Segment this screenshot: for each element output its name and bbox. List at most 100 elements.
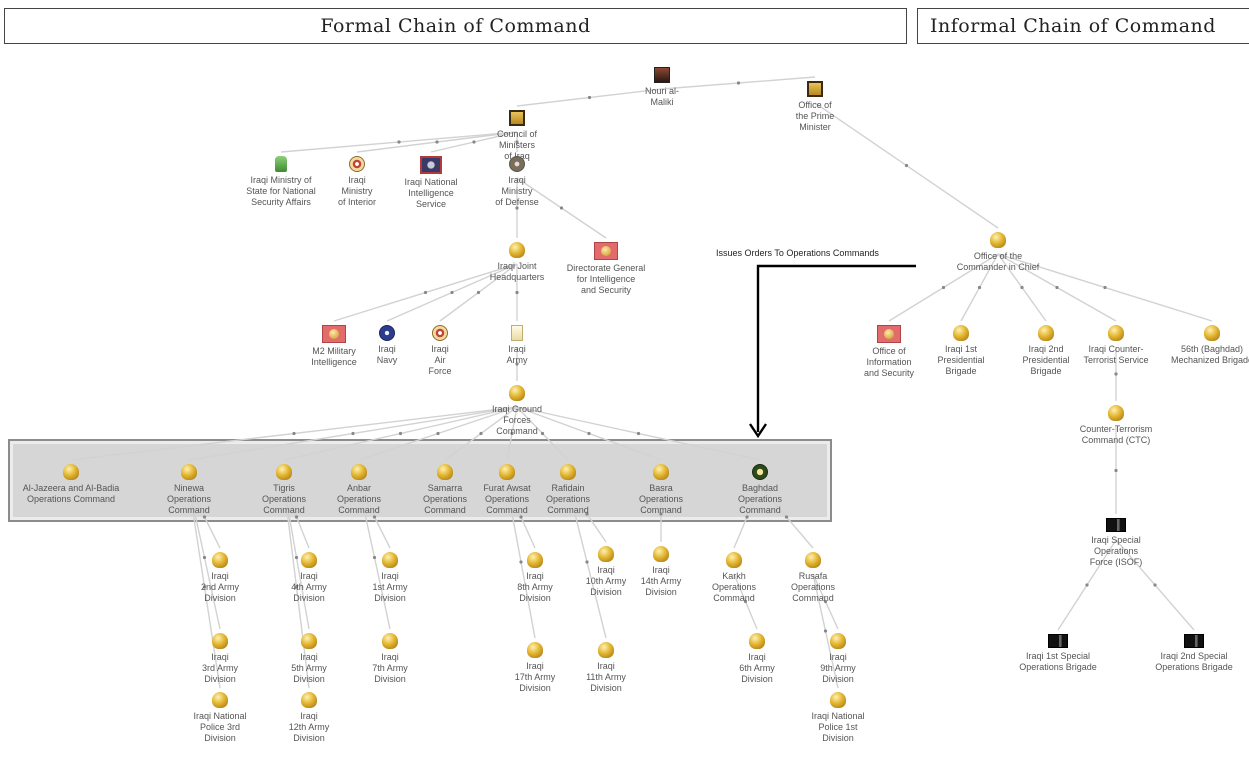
node-label: Baghdad Operations Command	[737, 483, 783, 515]
node-np1: Iraqi National Police 1st Division	[783, 692, 893, 744]
informal-chain-header: Informal Chain of Command	[917, 8, 1249, 44]
connector-dot	[435, 140, 439, 144]
connector-dot	[1114, 468, 1118, 473]
node-navy: Iraqi Navy	[332, 325, 442, 366]
connector-dot	[904, 163, 909, 168]
node-pb1: Iraqi 1st Presidential Brigade	[906, 325, 1016, 377]
connector-dot	[1055, 285, 1059, 290]
node-label: Council of Ministers of Iraq	[496, 129, 538, 161]
node-label: Iraqi 5th Army Division	[291, 652, 327, 684]
node-oc-samarra: Samarra Operations Command	[390, 464, 500, 516]
node-label: Iraqi National Police 3rd Division	[193, 711, 247, 743]
node-nsa: Iraqi Ministry of State for National Sec…	[226, 156, 336, 208]
node-rusafa: Rusafa Operations Command	[758, 552, 868, 604]
node-label: Iraqi 1st Army Division	[372, 571, 408, 603]
node-ocic: Office of the Commander in Chief	[943, 232, 1053, 273]
formal-chain-header: Formal Chain of Command	[4, 8, 907, 44]
node-div1: Iraqi 1st Army Division	[335, 552, 445, 604]
gold-icon	[1038, 325, 1054, 341]
node-div2: Iraqi 2nd Army Division	[165, 552, 275, 604]
eagle-icon	[509, 110, 525, 126]
connector-dot	[372, 555, 377, 560]
node-isof: Iraqi Special Operations Force (ISOF)	[1061, 518, 1171, 568]
gold-icon	[1204, 325, 1220, 341]
issues-orders-annotation: Issues Orders To Operations Commands	[716, 248, 879, 258]
connector-dot	[436, 431, 440, 436]
connector-dot	[941, 285, 946, 290]
node-label: Iraqi 1st Special Operations Brigade	[1019, 651, 1097, 672]
dark-icon	[1184, 634, 1204, 648]
node-div4: Iraqi 4th Army Division	[254, 552, 364, 604]
node-div5: Iraqi 5th Army Division	[254, 633, 364, 685]
node-label: Anbar Operations Command	[336, 483, 382, 515]
node-oc-furat: Furat Awsat Operations Command	[452, 464, 562, 516]
connector-dot	[587, 431, 591, 436]
connector-dot	[397, 140, 401, 144]
node-oc-jazeera: Al-Jazeera and Al-Badia Operations Comma…	[16, 464, 126, 505]
node-div6: Iraqi 6th Army Division	[702, 633, 812, 685]
connector-dot	[476, 290, 481, 295]
gold-icon	[749, 633, 765, 649]
node-label: Iraqi 9th Army Division	[820, 652, 856, 684]
gold-icon	[276, 464, 292, 480]
connector-dot	[472, 140, 476, 144]
gold-icon	[301, 552, 317, 568]
node-label: Iraqi 2nd Special Operations Brigade	[1155, 651, 1233, 672]
node-label: Iraqi 4th Army Division	[291, 571, 327, 603]
seal-red-icon	[349, 156, 365, 172]
gold-icon	[382, 633, 398, 649]
node-label: Directorate General for Intelligence and…	[566, 263, 646, 295]
node-label: Office of the Prime Minister	[795, 100, 835, 132]
seal-red-icon	[432, 325, 448, 341]
green-icon	[275, 156, 287, 172]
node-oc-tigris: Tigris Operations Command	[229, 464, 339, 516]
connector-dot	[423, 290, 428, 295]
node-label: Iraqi 11th Army Division	[586, 661, 626, 693]
connector-dot	[515, 206, 519, 210]
connector-dot	[515, 290, 519, 295]
node-ijhq: Iraqi Joint Headquarters	[462, 242, 572, 283]
gold-icon	[726, 552, 742, 568]
seal-gray-icon	[509, 156, 525, 172]
connector-dot	[745, 515, 749, 519]
orders-arrow-line	[756, 264, 916, 432]
red-box-icon	[322, 325, 346, 343]
connector-dot	[202, 555, 207, 560]
connector-dot	[515, 362, 519, 366]
node-label: Iraqi Joint Headquarters	[489, 261, 545, 282]
node-label: Ninewa Operations Command	[166, 483, 212, 515]
connector-dot	[292, 431, 296, 436]
connector-dot	[977, 285, 982, 290]
node-div14: Iraqi 14th Army Division	[606, 546, 716, 598]
connector-dot	[372, 515, 377, 519]
gold-icon	[653, 464, 669, 480]
node-igfc: Iraqi Ground Forces Command	[462, 385, 572, 437]
node-label: Karkh Operations Command	[711, 571, 757, 603]
node-label: Tigris Operations Command	[261, 483, 307, 515]
gold-icon	[509, 242, 525, 258]
node-label: Furat Awsat Operations Command	[483, 483, 531, 515]
connector-dot	[1103, 285, 1107, 290]
node-karkh: Karkh Operations Command	[679, 552, 789, 604]
node-interior: Iraqi Ministry of Interior	[302, 156, 412, 208]
connector-dot	[202, 515, 207, 519]
connector-dot	[351, 431, 355, 436]
node-label: Iraqi 2nd Presidential Brigade	[1022, 344, 1070, 376]
dark-icon	[1106, 518, 1126, 532]
gold-icon	[527, 552, 543, 568]
node-label: Iraqi 2nd Army Division	[200, 571, 240, 603]
red-box-icon	[877, 325, 901, 343]
node-label: Iraqi Ground Forces Command	[491, 404, 543, 436]
connector-dot	[519, 515, 523, 519]
node-label: Iraqi Air Force	[428, 344, 452, 376]
node-label: Iraqi 6th Army Division	[739, 652, 775, 684]
node-opm: Office of the Prime Minister	[760, 81, 870, 133]
gold-icon	[1108, 325, 1124, 341]
node-label: Iraqi National Intelligence Service	[404, 177, 458, 209]
node-label: Office of Information and Security	[863, 346, 915, 378]
node-airforce: Iraqi Air Force	[385, 325, 495, 377]
node-ctc: Counter-Terrorism Command (CTC)	[1061, 405, 1171, 446]
gold-icon	[990, 232, 1006, 248]
node-label: Iraqi 7th Army Division	[372, 652, 408, 684]
node-label: Iraqi 8th Army Division	[517, 571, 553, 603]
